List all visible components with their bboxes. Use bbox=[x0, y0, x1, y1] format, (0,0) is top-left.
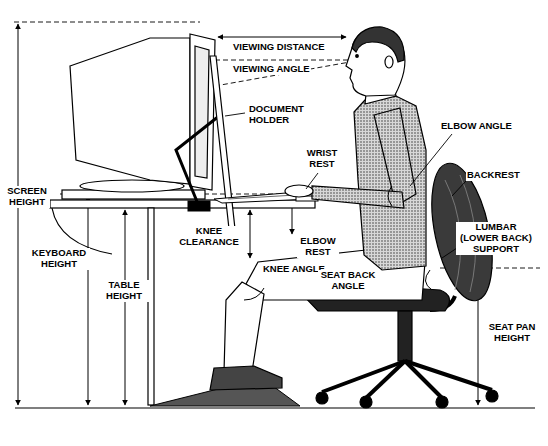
part-label: VIEWING ANGLE bbox=[232, 64, 311, 75]
holder-clamp bbox=[188, 201, 210, 211]
elbow-angle-arc bbox=[388, 186, 392, 206]
leader-line bbox=[225, 113, 245, 116]
part-label: KNEE CLEARANCE bbox=[176, 226, 242, 248]
table-leg bbox=[148, 208, 154, 405]
shoe bbox=[210, 366, 282, 390]
part-label: SEAT BACK ANGLE bbox=[318, 270, 378, 292]
part-label: SCREEN HEIGHT bbox=[4, 186, 50, 208]
part-label: ELBOW ANGLE bbox=[440, 121, 513, 132]
leader-line bbox=[410, 134, 452, 186]
base-leg bbox=[405, 361, 492, 390]
viewing-angle-line bbox=[215, 62, 350, 86]
ear bbox=[385, 56, 393, 68]
shirt-torso bbox=[354, 96, 426, 270]
part-label: BACKREST bbox=[466, 170, 521, 181]
knee-angle-arc bbox=[244, 288, 264, 300]
chair-base bbox=[322, 361, 492, 398]
knee-clearance-arrow bbox=[250, 210, 251, 258]
table bbox=[50, 200, 315, 405]
part-label: DOCUMENT HOLDER bbox=[248, 104, 310, 126]
part-label: TABLE HEIGHT bbox=[98, 280, 150, 302]
holder-board bbox=[210, 56, 236, 238]
chair-column bbox=[398, 311, 412, 361]
holder-arm bbox=[176, 116, 219, 204]
shin bbox=[224, 282, 264, 372]
viewing-distance-arrow bbox=[218, 37, 346, 38]
screen-height-arrow bbox=[18, 24, 19, 405]
chair-wheel bbox=[360, 396, 372, 408]
angle-marks bbox=[244, 186, 432, 300]
chair-wheel bbox=[436, 396, 448, 408]
screen-top-line bbox=[14, 22, 200, 23]
part-label: KNEE ANGLE bbox=[262, 264, 326, 275]
eye bbox=[356, 55, 359, 58]
forearm bbox=[312, 186, 404, 208]
keyboard-height-arrow bbox=[88, 196, 89, 405]
chair-wheel bbox=[316, 392, 328, 404]
floor-line bbox=[15, 407, 535, 408]
document-holder bbox=[176, 56, 236, 238]
dimension-arrows bbox=[18, 24, 478, 405]
part-label: LUMBAR (LOWER BACK) SUPPORT bbox=[456, 222, 536, 255]
reference-lines bbox=[14, 22, 540, 268]
seat-back-angle-arc bbox=[425, 270, 432, 290]
part-label: ELBOW REST bbox=[297, 236, 339, 258]
keyboard-keys bbox=[228, 195, 296, 199]
leader-line bbox=[452, 181, 466, 196]
monitor-screen bbox=[195, 46, 209, 178]
monitor-body bbox=[70, 38, 190, 184]
base-leg bbox=[322, 361, 405, 392]
part-label: KEYBOARD HEIGHT bbox=[28, 248, 90, 270]
leader-line bbox=[306, 173, 318, 189]
hand bbox=[285, 185, 313, 197]
part-label: WRIST REST bbox=[300, 148, 344, 170]
part-label: VIEWING DISTANCE bbox=[232, 42, 326, 53]
table-height-arrow bbox=[125, 210, 126, 405]
monitor bbox=[62, 34, 215, 199]
table-top bbox=[50, 200, 315, 208]
base-leg bbox=[366, 361, 405, 398]
eye-level-line bbox=[215, 60, 350, 61]
chair-wheel bbox=[486, 390, 498, 402]
leader-lines bbox=[225, 113, 466, 258]
hair bbox=[352, 27, 404, 62]
part-label: SEAT PAN HEIGHT bbox=[484, 322, 540, 344]
person bbox=[210, 27, 426, 390]
